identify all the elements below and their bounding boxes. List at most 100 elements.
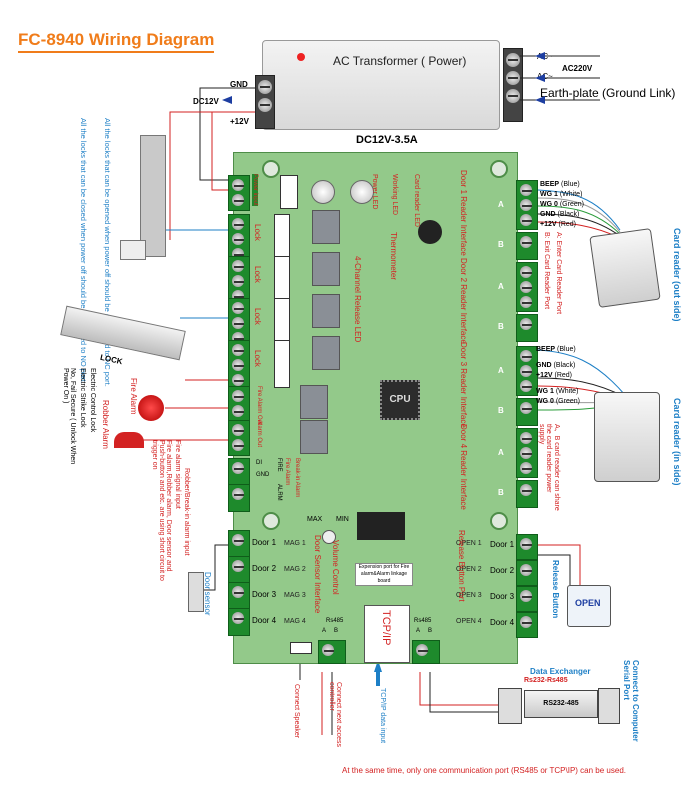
screw-icon xyxy=(232,439,244,451)
tcpip-jack xyxy=(364,605,410,663)
reader-in-pin-name: WG 0 xyxy=(536,398,554,405)
reader-wire xyxy=(537,197,621,233)
reader-block-a-1: A xyxy=(498,200,504,209)
screw-icon xyxy=(232,462,244,474)
data-exchanger-label: Data Exchanger xyxy=(530,667,591,676)
door-sensor-icon xyxy=(188,572,204,612)
reader-out-pin-color: (Red) xyxy=(558,221,577,228)
fire-alarm-icon xyxy=(138,395,164,421)
screw-icon xyxy=(232,233,244,245)
break-in-label: Break-in Alarm xyxy=(294,458,300,498)
cpu-chip: CPU xyxy=(380,380,420,420)
thermometer-label: Thermometer xyxy=(389,232,398,281)
working-led-label: Working LED xyxy=(391,174,398,216)
screw-icon xyxy=(520,380,532,392)
reader-block-a-4: A xyxy=(498,448,504,457)
reader-out-pin-name: WG 0 xyxy=(540,201,558,208)
reader-term-4b xyxy=(516,480,538,508)
reader-term-1a xyxy=(516,180,538,230)
reader-in-pin-color: (Black) xyxy=(553,362,576,369)
mount-hole xyxy=(262,512,280,530)
card-reader-outside-icon xyxy=(589,228,661,308)
lock-label-4: Lock xyxy=(253,350,262,367)
relay-icon xyxy=(312,336,340,370)
lock-note-no: All the locks that can be closed when po… xyxy=(79,118,88,384)
rs485-a-left: A xyxy=(322,628,327,634)
door-sensor-label: Door sensor xyxy=(203,572,212,616)
door2-label: Door 2 xyxy=(252,564,277,573)
arrow-icon xyxy=(535,96,545,104)
screw-icon xyxy=(520,564,532,576)
reader-in-pin-color: (Green) xyxy=(555,398,580,405)
screw-icon xyxy=(520,402,532,414)
rs485-wire xyxy=(429,672,500,713)
release-term-3 xyxy=(516,586,538,612)
relay-icon xyxy=(300,385,328,419)
release-door4: Door 4 xyxy=(490,618,515,627)
release-button-label: Release Button xyxy=(551,560,560,619)
earth-label: Earth-plate (Ground Link) xyxy=(540,86,676,100)
reader-term-4a xyxy=(516,428,538,478)
fire-di-label: DI xyxy=(256,460,262,466)
reader-out-note-b: B: Exit Card Reader Port xyxy=(543,232,550,310)
arrow-icon xyxy=(535,52,545,60)
card-reader-inside-icon xyxy=(594,392,660,482)
fire-out-terminal xyxy=(228,386,250,422)
rs485-b-left: B xyxy=(334,628,339,634)
reader-in-title: Card reader (in side) xyxy=(672,398,682,486)
reader-in-note: A、B card reader can share the card reade… xyxy=(538,424,560,511)
relay-icon xyxy=(312,252,340,286)
release-button-port-label: Release Button Port xyxy=(457,530,466,602)
capacitor-icon xyxy=(350,180,374,204)
reader-in-pin-color: (Blue) xyxy=(557,346,576,353)
mount-hole xyxy=(490,160,508,178)
rs485-b-right: B xyxy=(428,628,433,634)
reader-wire xyxy=(537,349,626,396)
break-in-terminal xyxy=(228,484,250,512)
diagram-title: FC-8940 Wiring Diagram xyxy=(18,30,215,53)
reader-in-pin-color: (Red) xyxy=(554,372,573,379)
lock-desc-2: Electric Strike Lock xyxy=(79,368,86,428)
mag3-label: MAG 3 xyxy=(284,592,306,599)
screw-icon xyxy=(232,344,244,356)
transformer-output-rating: DC12V-3.5A xyxy=(356,134,418,146)
screw-icon xyxy=(232,390,244,402)
power-input-label: Power input xyxy=(252,174,258,206)
power-pinbox xyxy=(280,175,298,209)
screw-icon xyxy=(258,80,272,94)
screw-icon xyxy=(232,359,244,371)
reader-wire xyxy=(537,213,621,237)
release-term-1 xyxy=(516,534,538,560)
speaker-connector xyxy=(290,642,312,654)
reader-out-pin-color: (Black) xyxy=(557,211,580,218)
power-terminal xyxy=(228,175,250,211)
lock-power-wire xyxy=(169,111,212,240)
tcpip-label: TCP/IP xyxy=(380,610,392,646)
expansion-port-label: Expension port for Fire alarm&Alarm link… xyxy=(355,563,413,586)
screw-icon xyxy=(232,260,244,272)
card-reader-led-label: Card reader LED xyxy=(413,174,420,227)
reader-out-pin-name: +12V xyxy=(540,221,557,228)
power-indicator-icon xyxy=(297,53,305,61)
screw-icon xyxy=(520,266,532,278)
arrow-icon xyxy=(222,96,232,104)
reader-in-pinlist: BEEP (Blue) GND (Black) +12V (Red) WG 1 … xyxy=(536,345,580,407)
door2-reader-iface: Door 2 Reader Interface xyxy=(459,258,468,344)
volume-knob-icon[interactable] xyxy=(322,530,336,544)
screw-icon xyxy=(506,89,520,103)
screw-icon xyxy=(232,218,244,230)
screw-icon xyxy=(520,214,532,226)
screw-icon xyxy=(258,98,272,112)
reader-in-pin-name: BEEP xyxy=(536,346,556,353)
screw-icon xyxy=(232,424,244,436)
screw-icon xyxy=(520,447,532,459)
arrow-icon xyxy=(535,74,545,82)
fire-out-label: Fire Alarm Out xyxy=(256,386,262,425)
reader-out-pinlist: BEEP (Blue) WG 1 (White) WG 0 (Green) GN… xyxy=(540,180,584,230)
lock-label-1: Lock xyxy=(253,224,262,241)
screw-icon xyxy=(520,318,532,330)
mag4-label: MAG 4 xyxy=(284,618,306,625)
lock1-pinbox xyxy=(274,214,290,262)
fire-signal-label: Fire alarm signal input xyxy=(174,440,181,509)
lock-label-3: Lock xyxy=(253,308,262,325)
